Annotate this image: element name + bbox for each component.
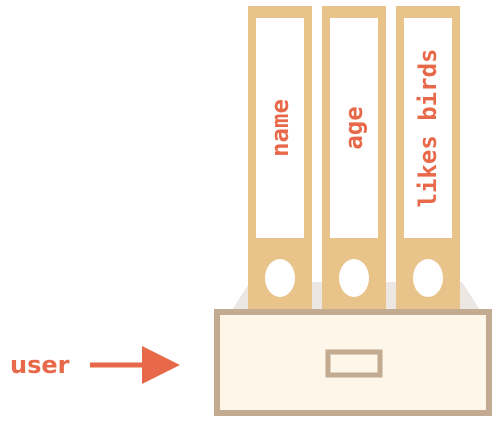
- binder-ring-hole: [339, 259, 369, 297]
- user-label: user: [10, 351, 70, 379]
- binder-age: age: [322, 6, 386, 310]
- arrow-icon: [90, 346, 180, 384]
- binder-label: likes birds: [414, 49, 442, 208]
- binder-ring-hole: [265, 259, 295, 297]
- drawer-handle: [325, 349, 383, 378]
- binder-label: age: [340, 106, 368, 149]
- binder-label-panel: [404, 18, 452, 238]
- binder-ring-hole: [413, 259, 443, 297]
- drawer-box: [214, 309, 492, 416]
- binder-likes-birds: likes birds: [396, 6, 460, 310]
- binder-label-panel: [256, 18, 304, 238]
- binder-label-panel: [330, 18, 378, 238]
- binder-name: name: [248, 6, 312, 310]
- binder-label: name: [266, 99, 294, 157]
